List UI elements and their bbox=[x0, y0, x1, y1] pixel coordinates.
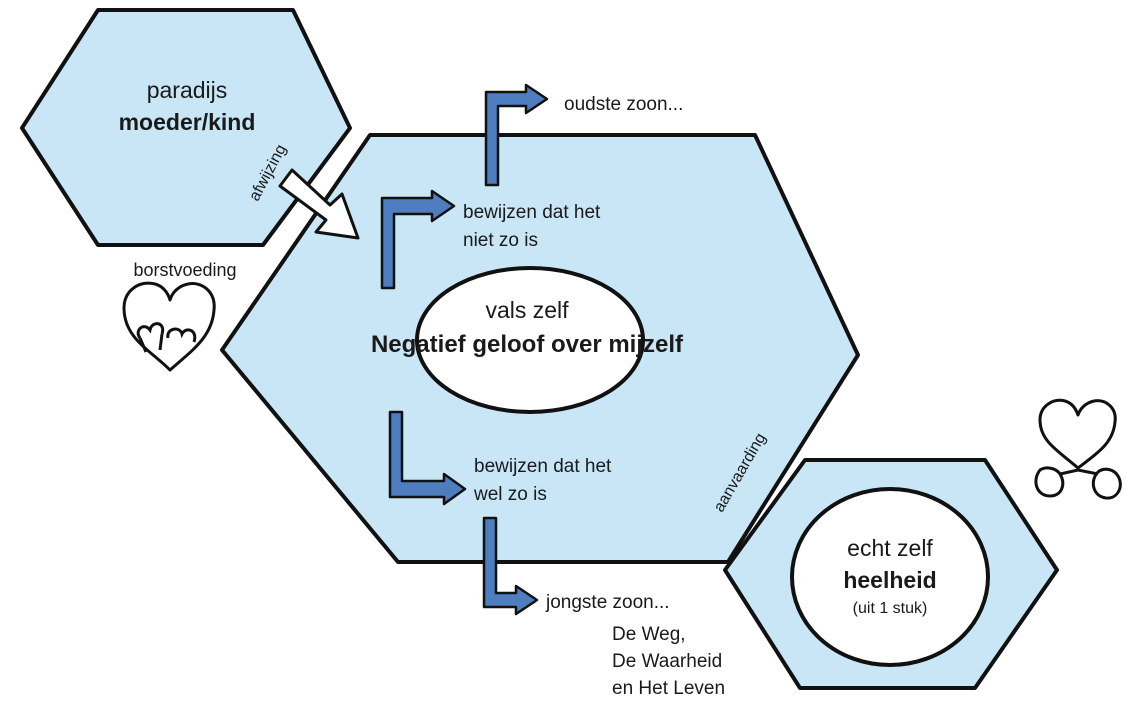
true-self-title: echt zelf bbox=[847, 535, 933, 561]
oldest-son-label: oudste zoon... bbox=[564, 94, 683, 115]
breastfeeding-label: borstvoeding bbox=[133, 260, 236, 280]
true-self-note: (uit 1 stuk) bbox=[853, 600, 928, 617]
false-self-oval bbox=[415, 266, 645, 414]
prove-is-line2: wel zo is bbox=[473, 484, 547, 505]
prove-not-line1: bewijzen dat het bbox=[463, 202, 601, 223]
paradise-hexagon bbox=[20, 8, 352, 247]
youngest-son-arrow bbox=[482, 516, 539, 616]
prove-is-line1: bewijzen dat het bbox=[474, 456, 612, 477]
heart-embrace-icon bbox=[1034, 398, 1122, 500]
paradise-title: paradijs bbox=[147, 77, 228, 103]
false-self-subtitle: Negatief geloof over mijzelf bbox=[371, 331, 684, 358]
heart-mother-child-icon bbox=[122, 281, 216, 372]
prove-not-arrow bbox=[380, 189, 456, 290]
way-line2: De Waarheid bbox=[612, 651, 722, 672]
youngest-son-label: jongste zoon... bbox=[545, 592, 670, 613]
paradise-subtitle: moeder/kind bbox=[119, 109, 256, 135]
true-self-oval bbox=[790, 487, 990, 667]
way-line1: De Weg, bbox=[612, 624, 686, 645]
prove-is-arrow bbox=[388, 410, 467, 506]
false-self-title: vals zelf bbox=[485, 297, 569, 323]
way-line3: en Het Leven bbox=[612, 678, 725, 699]
rejection-arrow bbox=[278, 168, 360, 240]
prove-not-line2: niet zo is bbox=[463, 230, 538, 251]
true-self-subtitle: heelheid bbox=[843, 567, 936, 593]
oldest-son-arrow bbox=[484, 83, 549, 187]
